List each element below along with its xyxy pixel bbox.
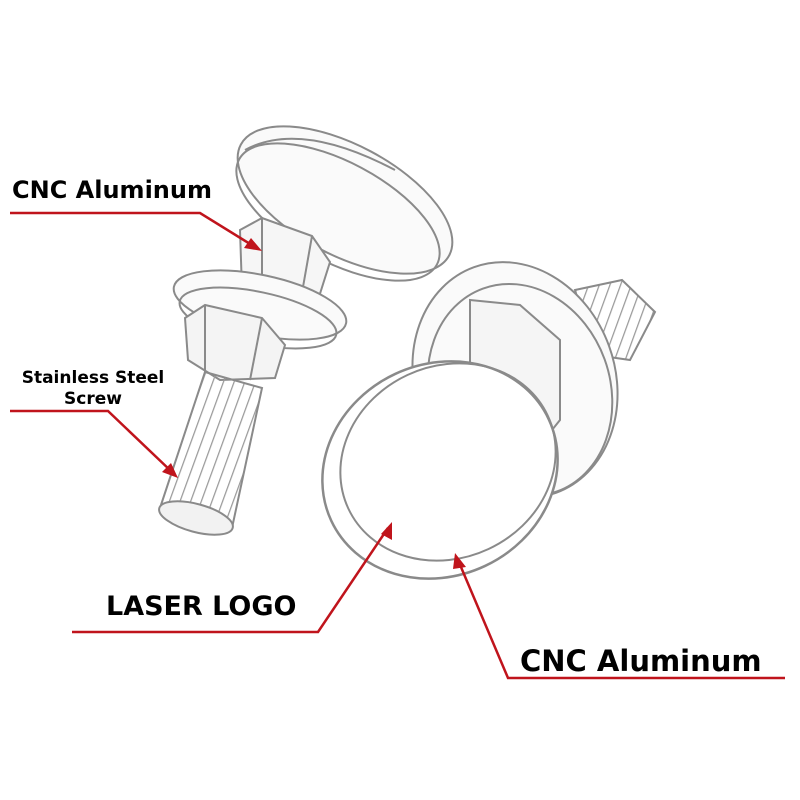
label-stainless-steel-screw: Stainless Steel Screw — [8, 368, 178, 410]
label-laser-logo: LASER LOGO — [106, 591, 297, 622]
arrowhead-cnc-bottom — [453, 553, 466, 569]
callout-cnc-bottom — [456, 559, 785, 680]
arrowhead-laser — [381, 522, 392, 540]
arrowhead-steel — [162, 463, 178, 478]
left-screw — [158, 370, 264, 536]
callout-cnc-top — [10, 211, 256, 249]
callout-steel — [10, 409, 173, 473]
label-cnc-aluminum-top: CNC Aluminum — [12, 176, 212, 204]
arrowhead-cnc-top — [244, 238, 262, 251]
right-bolt — [321, 261, 657, 580]
callout-laser — [72, 527, 390, 634]
label-stainless-steel-line2: Screw — [64, 389, 122, 409]
callout-lines — [10, 211, 785, 680]
left-bolt — [172, 125, 454, 382]
callout-arrowheads — [162, 238, 466, 569]
label-cnc-aluminum-bottom: CNC Aluminum — [520, 644, 762, 678]
label-stainless-steel-line1: Stainless Steel — [21, 368, 165, 388]
